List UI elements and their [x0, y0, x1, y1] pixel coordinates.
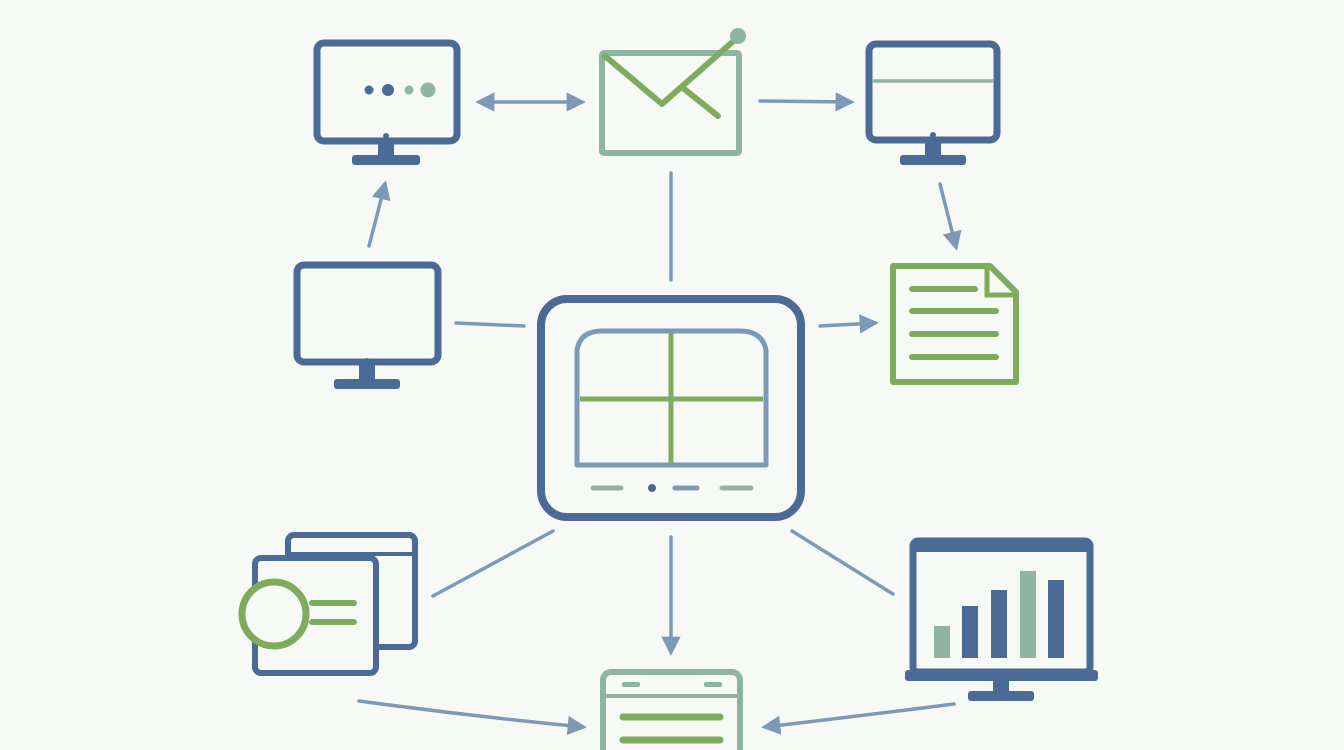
- edge-chart-form: [761, 702, 956, 735]
- edge-dashboard-document: [818, 314, 879, 334]
- form-document-icon: [600, 669, 743, 750]
- edge-monitor-right-document: [938, 182, 962, 251]
- monitor-list-icon: [865, 40, 1001, 165]
- search-windows-icon: [238, 532, 418, 676]
- document-lines-icon: [890, 263, 1019, 385]
- edge-dashboard-chart: [790, 529, 895, 596]
- edge-search-form: [357, 699, 587, 736]
- edge-mid-monitor-dashboard: [454, 321, 526, 328]
- monitor-dots-icon: [313, 39, 461, 165]
- edge-dashboard-search: [431, 529, 555, 598]
- tablet-grid-icon: [537, 295, 805, 521]
- edge-mid-monitor-top-monitor: [367, 180, 391, 248]
- laptop-bar-chart-icon: [905, 537, 1098, 701]
- bar-chart-bars: [934, 571, 1064, 658]
- connectors: [357, 92, 962, 736]
- envelope-icon: [599, 28, 746, 156]
- edge-email-monitor-right: [758, 92, 855, 112]
- monitor-icon: [293, 261, 442, 389]
